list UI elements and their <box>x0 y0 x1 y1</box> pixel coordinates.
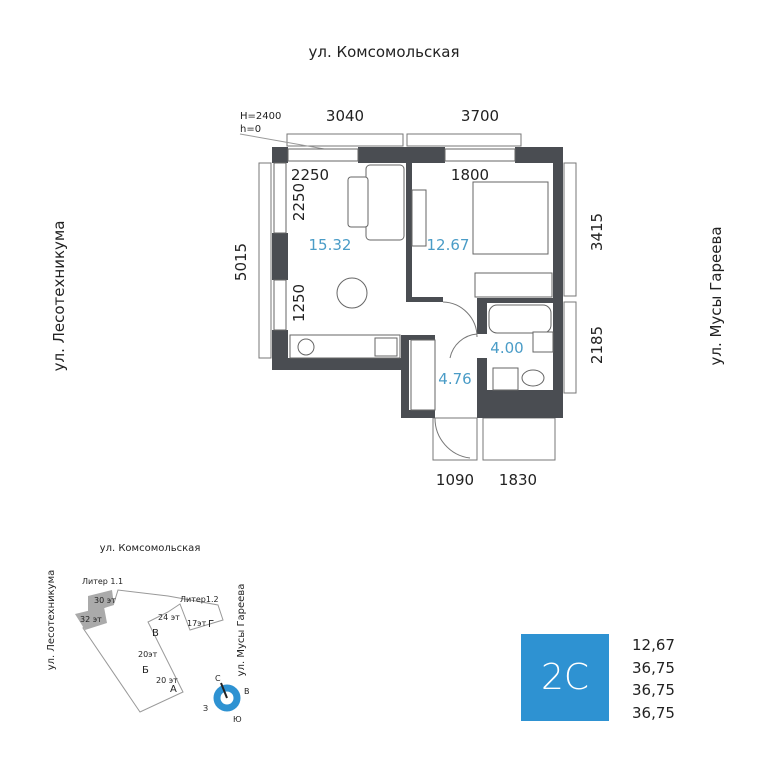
dim-right-top: 3415 <box>588 213 606 251</box>
compass-south: Ю <box>233 715 242 724</box>
walls <box>272 147 563 418</box>
furniture <box>289 164 554 459</box>
area-value: 12,67 <box>632 636 675 654</box>
street-top-label: ул. Комсомольская <box>308 43 459 61</box>
minimap-floors-24: 24 эт <box>158 613 180 622</box>
minimap-street-top: ул. Комсомольская <box>100 543 201 554</box>
minimap-section-a: А <box>170 684 177 695</box>
minimap-floors-20b: 20 эт <box>156 676 178 685</box>
room-area-hall: 4.76 <box>438 370 471 388</box>
minimap-street-left: ул. Лесотехникума <box>46 570 57 671</box>
compass-north: С <box>215 674 221 683</box>
dim-living-window: 2250 <box>291 166 329 184</box>
floor-level-note: h=0 <box>240 124 261 135</box>
room-area-living: 15.32 <box>309 236 352 254</box>
area-value: 36,75 <box>632 703 675 722</box>
compass-east: В <box>244 687 250 696</box>
street-right-label: ул. Мусы Гареева <box>707 226 725 365</box>
room-area-bathroom: 4.00 <box>490 339 523 357</box>
ceiling-height-note: H=2400 <box>240 111 281 122</box>
dim-living-side-window-2: 1250 <box>290 284 308 322</box>
dim-bottom-left: 1090 <box>436 471 474 489</box>
minimap-section-b: Б <box>142 665 149 676</box>
dim-right-bottom: 2185 <box>588 326 606 364</box>
minimap-liter-1-2: Литер1.2 <box>180 595 219 604</box>
apartment-type-badge: 2С <box>521 634 609 721</box>
minimap-street-right: ул. Мусы Гареева <box>236 584 247 677</box>
dim-bedroom-window: 1800 <box>451 166 489 184</box>
minimap-floors-17: 17эт <box>187 619 207 628</box>
windows <box>273 148 516 331</box>
dim-top-right: 3700 <box>461 107 499 125</box>
minimap-section-g: Г <box>208 619 214 630</box>
area-value: 36,75 <box>632 681 675 699</box>
compass-icon <box>213 684 241 712</box>
dim-left: 5015 <box>232 243 250 281</box>
dim-living-side-window-1: 2250 <box>290 183 308 221</box>
site-minimap: ул. Комсомольская ул. Лесотехникума ул. … <box>46 543 250 724</box>
room-area-bedroom: 12.67 <box>427 236 470 254</box>
compass-west: З <box>203 704 208 713</box>
dim-top-left: 3040 <box>326 107 364 125</box>
minimap-section-v: В <box>152 628 159 639</box>
area-value: 36,75 <box>632 658 675 677</box>
minimap-floors-30: 30 эт <box>94 596 116 605</box>
apartment-areas: 12,67 36,75 36,75 36,75 <box>632 634 675 724</box>
minimap-floors-20a: 20эт <box>138 650 158 659</box>
street-left-label: ул. Лесотехникума <box>50 221 68 372</box>
minimap-floors-32: 32 эт <box>80 615 102 624</box>
dim-bottom-right: 1830 <box>499 471 537 489</box>
minimap-liter-1-1: Литер 1.1 <box>82 577 123 586</box>
